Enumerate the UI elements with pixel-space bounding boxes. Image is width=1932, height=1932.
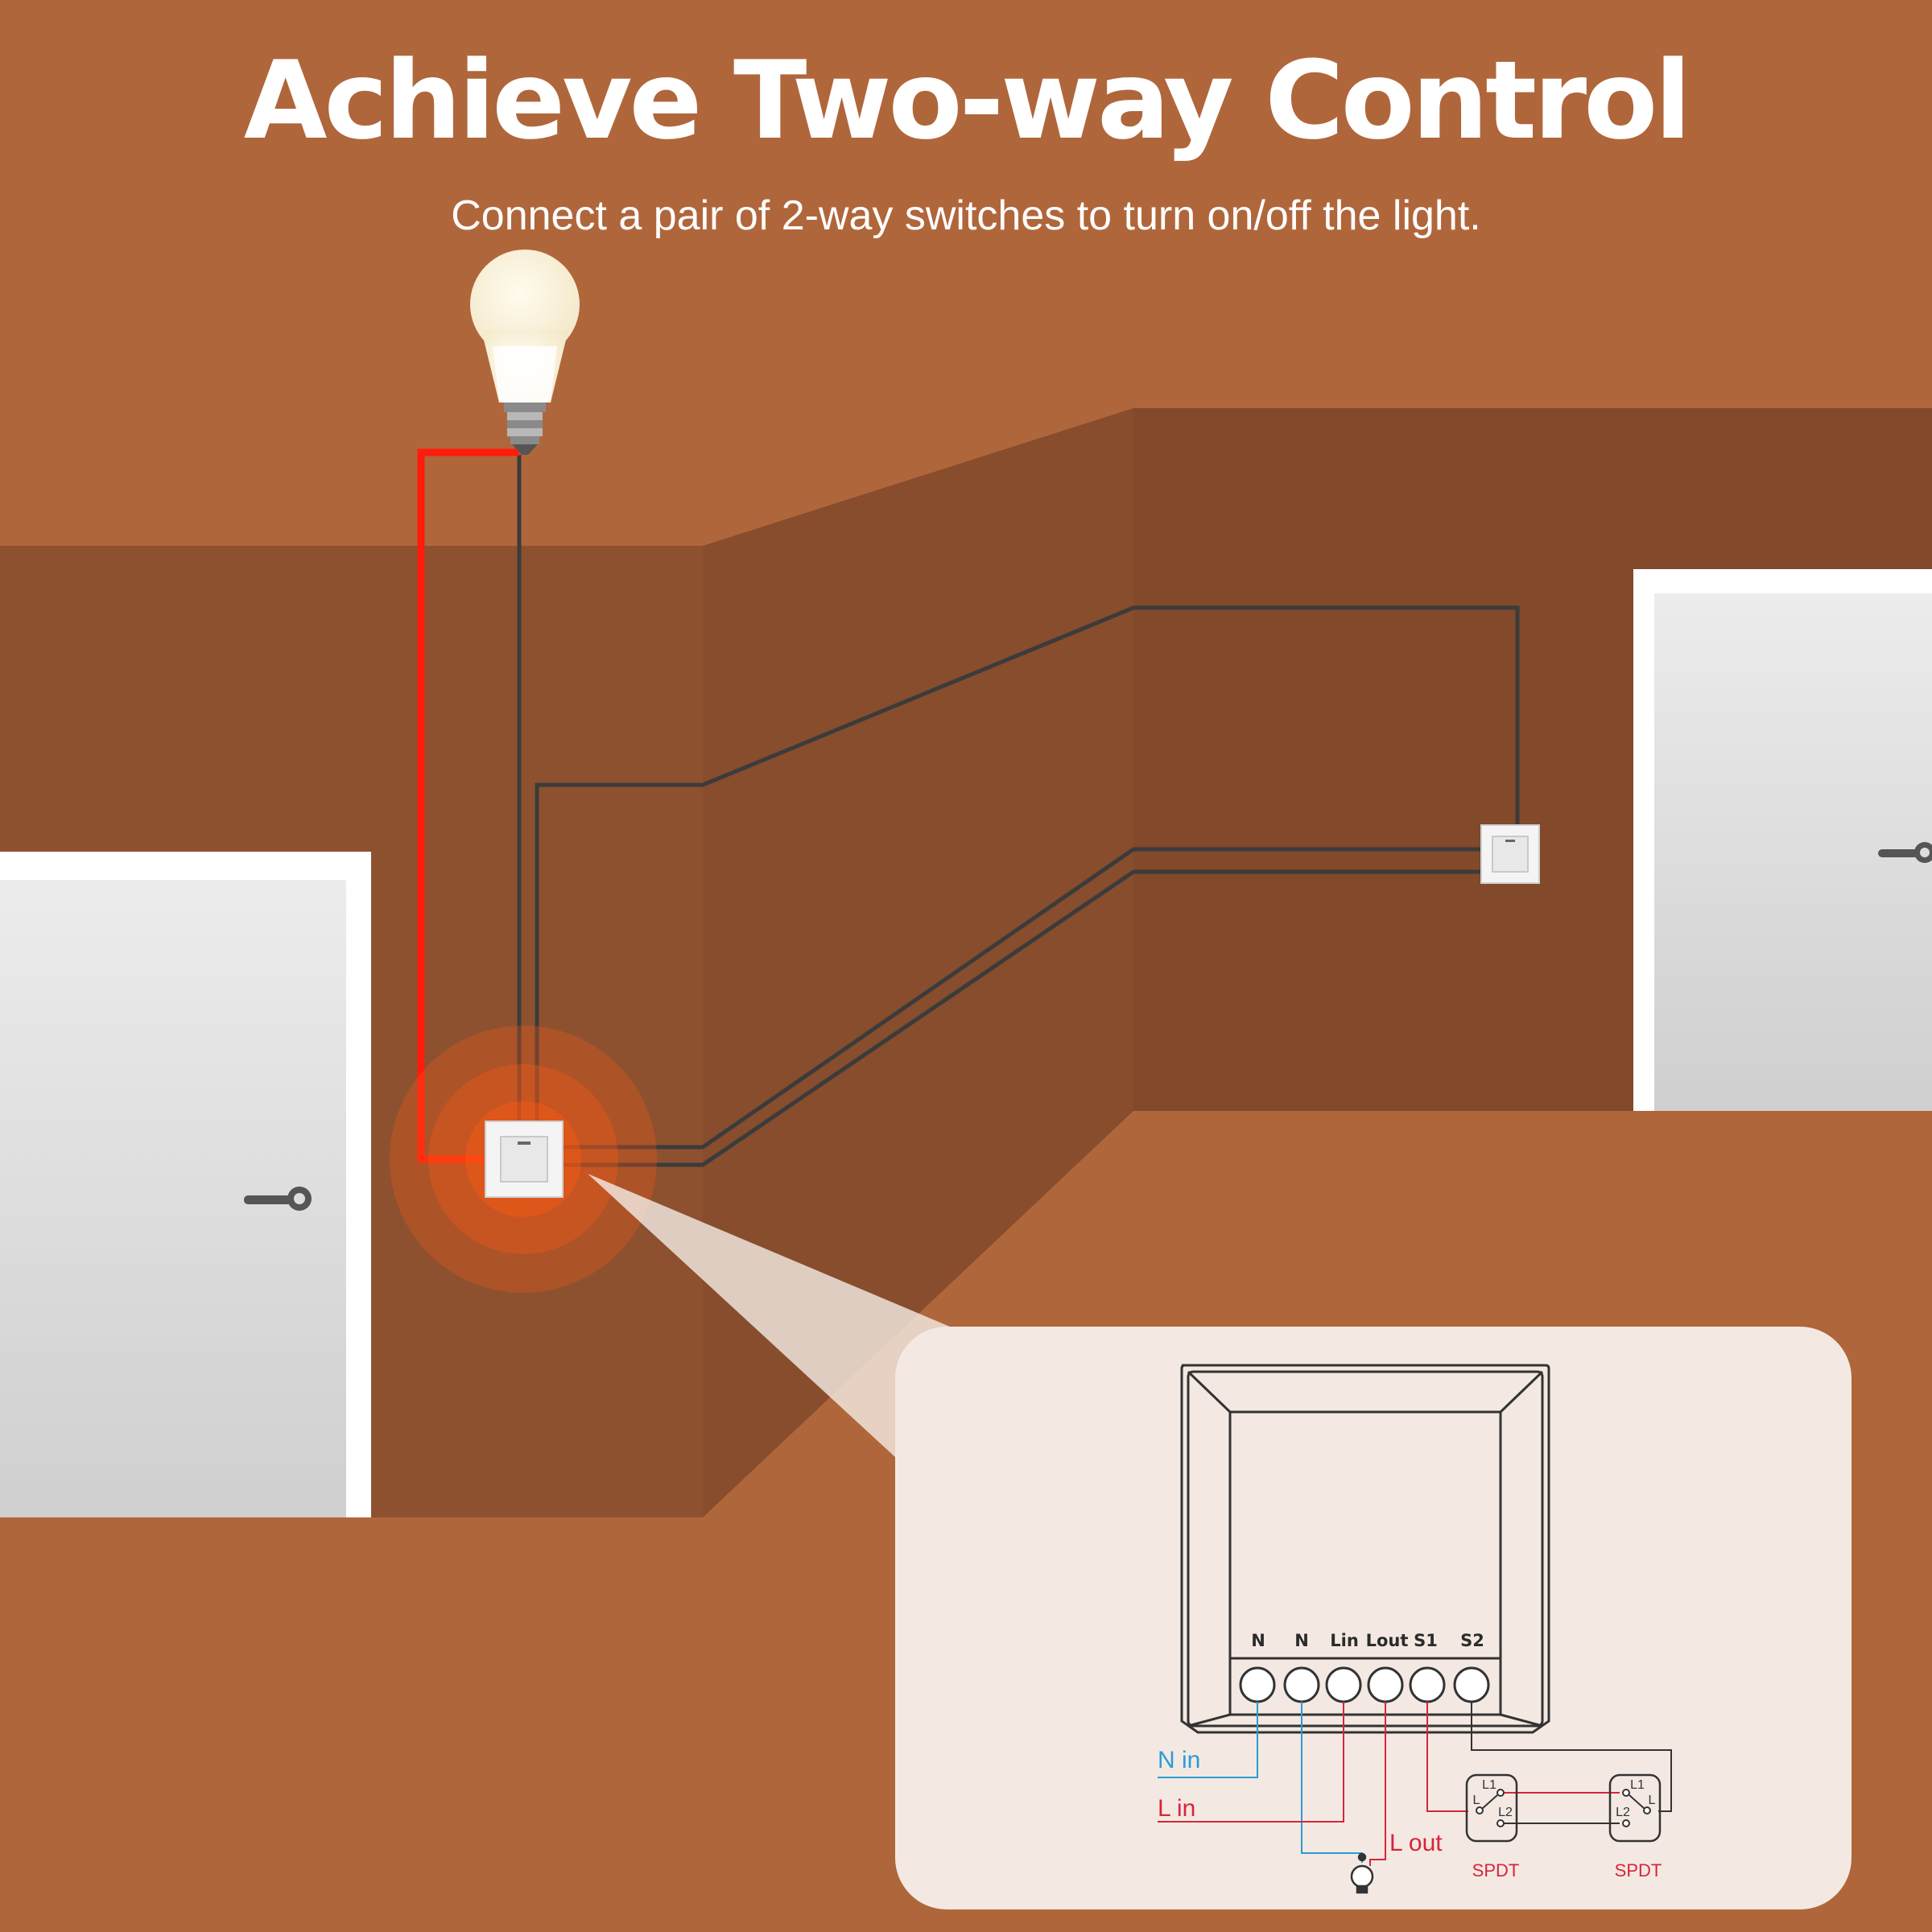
callout-pointer: [588, 1174, 950, 1457]
spdt2-pin-l2: L2: [1616, 1806, 1630, 1819]
spdt1-pin-l1: L1: [1482, 1778, 1496, 1792]
wire-n-in: [1158, 1702, 1258, 1778]
wall-switch-icon[interactable]: [485, 1121, 564, 1198]
label-l-in: L in: [1158, 1795, 1195, 1822]
terminal-screw-n1: [1239, 1666, 1276, 1703]
terminal-screw-lin: [1325, 1666, 1362, 1703]
terminal-screw-s2: [1453, 1666, 1490, 1703]
light-bulb-icon: [470, 250, 580, 455]
label-n-in: N in: [1158, 1747, 1200, 1773]
terminal-screw-lout: [1367, 1666, 1404, 1703]
terminal-screw-s1: [1409, 1666, 1446, 1703]
side-wall: [703, 408, 1133, 1517]
spdt-switch-icon: L1 L L2: [1465, 1773, 1518, 1843]
wiring-diagram-panel: [895, 1327, 1852, 1909]
door-handle-icon[interactable]: [244, 1187, 312, 1211]
switch-label-1: SPDT: [1472, 1860, 1520, 1880]
terminal-label-s2: S2: [1460, 1631, 1484, 1650]
mini-bulb-icon: [1350, 1852, 1374, 1894]
spdt-switch-icon: L1 L L2: [1608, 1773, 1662, 1843]
terminal-label-lin: Lin: [1330, 1631, 1359, 1650]
wire-s1: [1426, 1702, 1468, 1812]
switch-label-2: SPDT: [1615, 1860, 1662, 1880]
terminal-labels: N N Lin Lout S1 S2: [1251, 1631, 1484, 1650]
wall-switch-icon[interactable]: [1480, 824, 1540, 884]
label-l-out: L out: [1389, 1830, 1443, 1856]
spdt2-pin-l: L: [1649, 1794, 1656, 1807]
wire-s2: [1471, 1702, 1672, 1812]
left-door[interactable]: [0, 852, 371, 1517]
wire-l-out: [1369, 1702, 1386, 1866]
spdt2-pin-l1: L1: [1630, 1778, 1645, 1792]
spdt1-pin-l: L: [1473, 1794, 1480, 1807]
spdt1-pin-l2: L2: [1498, 1806, 1513, 1819]
live-wire: [417, 448, 519, 1163]
diagram-wires: [1158, 1702, 1672, 1866]
terminal-screw-n2: [1283, 1666, 1320, 1703]
page-subtitle: Connect a pair of 2-way switches to turn…: [451, 192, 1481, 239]
terminal-label-lout: Lout: [1366, 1631, 1409, 1650]
traveler-wires: [517, 455, 1520, 1167]
terminal-label-n2: N: [1294, 1631, 1309, 1650]
page-title: Achieve Two-way Control: [243, 38, 1691, 163]
terminal-label-s1: S1: [1414, 1631, 1438, 1650]
terminal-screws: [1239, 1666, 1490, 1703]
right-door[interactable]: [1633, 569, 1932, 1111]
wire-l-in: [1158, 1702, 1344, 1823]
door-handle-icon[interactable]: [1878, 842, 1932, 863]
terminal-label-n1: N: [1251, 1631, 1265, 1650]
